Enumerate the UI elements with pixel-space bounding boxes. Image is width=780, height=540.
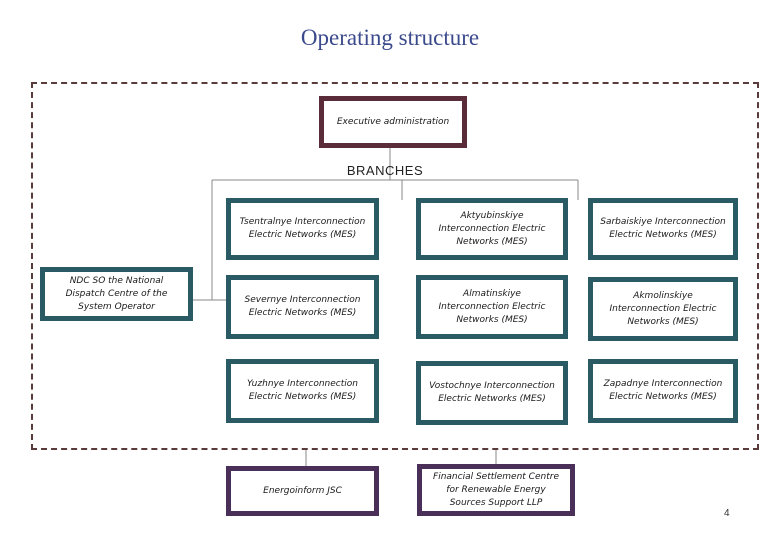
energoinform-box: Energoinform JSC (226, 466, 379, 516)
branch-yuzhnye: Yuzhnye Interconnection Electric Network… (226, 359, 379, 423)
branch-almatinskiye: Almatinskiye Interconnection Electric Ne… (416, 275, 568, 339)
branch-sarbaiskiye: Sarbaiskiye Interconnection Electric Net… (588, 198, 738, 260)
branch-severnye: Severnye Interconnection Electric Networ… (226, 275, 379, 339)
executive-administration-box: Executive administration (319, 96, 467, 148)
branch-zapadnye: Zapadnye Interconnection Electric Networ… (588, 359, 738, 423)
page-title: Operating structure (300, 25, 480, 50)
branch-akmolinskiye: Akmolinskiye Interconnection Electric Ne… (588, 277, 738, 341)
ndc-so-box: NDC SO the National Dispatch Centre of t… (40, 267, 193, 321)
branches-label: BRANCHES (346, 163, 424, 178)
financial-settlement-centre-box: Financial Settlement Centre for Renewabl… (417, 464, 575, 516)
branch-vostochnye: Vostochnye Interconnection Electric Netw… (416, 361, 568, 425)
company-boundary (31, 82, 759, 450)
page-number: 4 (724, 508, 730, 519)
branch-aktyubinskiye: Aktyubinskiye Interconnection Electric N… (416, 198, 568, 260)
branch-tsentralnye: Tsentralnye Interconnection Electric Net… (226, 198, 379, 260)
